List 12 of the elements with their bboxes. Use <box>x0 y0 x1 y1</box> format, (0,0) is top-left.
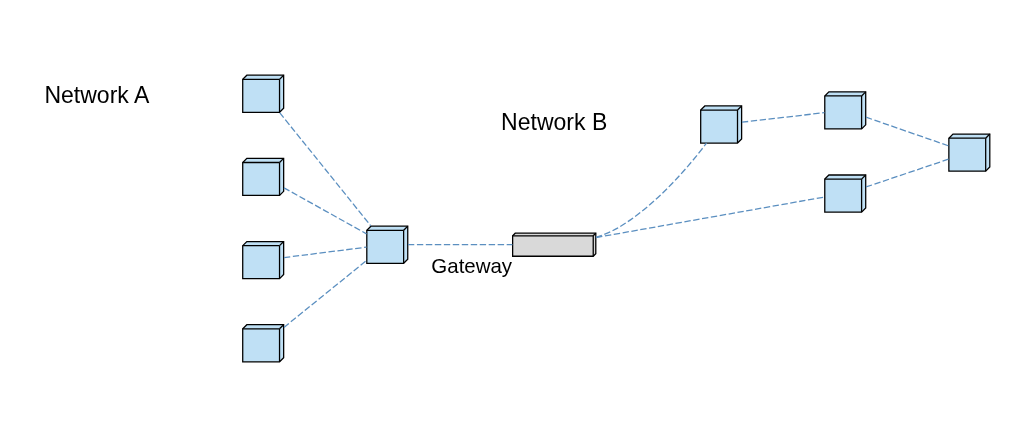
connector <box>865 116 950 146</box>
node-label: Gateway <box>431 253 513 277</box>
connector <box>283 259 368 328</box>
label: Network A <box>44 81 150 108</box>
connector <box>595 142 708 238</box>
connector <box>283 186 368 234</box>
connector <box>595 195 826 238</box>
connector <box>407 243 514 245</box>
connector <box>283 246 368 258</box>
connector <box>741 111 826 123</box>
label: Network B <box>501 108 608 135</box>
connector <box>865 158 950 188</box>
